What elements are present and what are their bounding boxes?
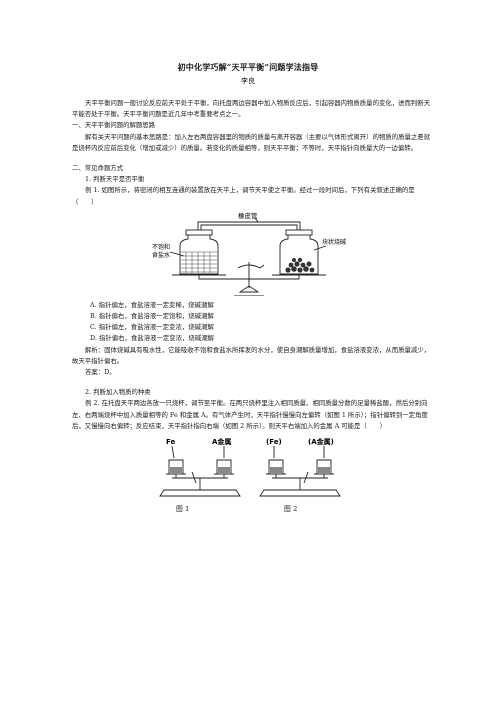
figure-balance-apparatus: 橡皮管 不饱和 食盐水 块状烧碱 (72, 212, 432, 296)
option-c: C. 指针偏左，食盐溶液一定变浓，烧碱潮解 (90, 323, 214, 332)
label-caustic-soda: 块状烧碱 (322, 238, 346, 246)
section1-body: 解有关天平问题的基本思路是：加入左右两盘容器里的物质的质量与离开容器（主要以气体… (72, 132, 431, 152)
spacer (72, 378, 432, 387)
answer-text: 答案：D。 (85, 368, 116, 377)
label-fe: Fe (166, 438, 175, 446)
two-balances-drawing: Fe A金属 (Fe) (A金属) (159, 437, 341, 497)
intro-paragraph: 天平平衡问题一般讨论反应前天平处于平衡，向托盘两边容器中加入物质反应后，引起容器… (72, 99, 431, 119)
option-a: A. 指针偏左，食盐溶液一定变稀，烧碱潮解 (90, 300, 214, 309)
section2-heading: 二、常见命题方式 (72, 164, 124, 173)
spacer (72, 154, 432, 163)
example1-text: 例 1. 如图所示，将密闭的相互连通的装置放在天平上，调节天平使之平衡。经过一段… (72, 186, 415, 206)
option-d: D. 指针偏右，食盐溶液一定变浓，烧碱潮解 (90, 334, 214, 343)
label-metal-a-paren: (A金属) (308, 437, 334, 446)
document-author: 李良 (241, 77, 255, 85)
example2-text: 例 2. 在托盘天平两边各放一只烧杯，调节至平衡。在两只烧杯里注入相同质量、相同… (72, 399, 428, 430)
label-metal-a: A金属 (212, 437, 231, 446)
balance-apparatus-drawing: 橡皮管 不饱和 食盐水 块状烧碱 (152, 212, 346, 296)
section1-heading: 一、天平平衡问题的解题思路 (72, 121, 156, 130)
document-body: 天平平衡问题一般讨论反应前天平处于平衡，向托盘两边容器中加入物质反应后，引起容器… (72, 98, 432, 513)
option-b: B. 指针偏右，食盐溶液一定饱和，烧碱潮解 (90, 312, 214, 321)
label-fe-paren: (Fe) (266, 438, 282, 446)
label-salt-water: 食盐水 (152, 251, 170, 259)
subsection2-heading: 2. 判断加入物质的种类 (85, 388, 151, 397)
label-rubber-tube: 橡皮管 (238, 212, 258, 220)
caption-figure-2: 图 2 (284, 505, 298, 514)
subsection1-heading: 1. 判断天平是否平衡 (85, 175, 145, 184)
analysis-text: 解析：固体烧碱具有吸水性，它能吸收不饱和食盐水所挥发的水分，使自身潮解质量增加，… (72, 345, 431, 365)
figure-two-balances: Fe A金属 (Fe) (A金属) 图 1 图 2 (72, 434, 432, 513)
document-title: 初中化学巧解“天平平衡”问题学法指导 (177, 62, 319, 72)
caption-figure-1: 图 1 (176, 505, 190, 514)
label-unsaturated: 不饱和 (152, 243, 170, 251)
